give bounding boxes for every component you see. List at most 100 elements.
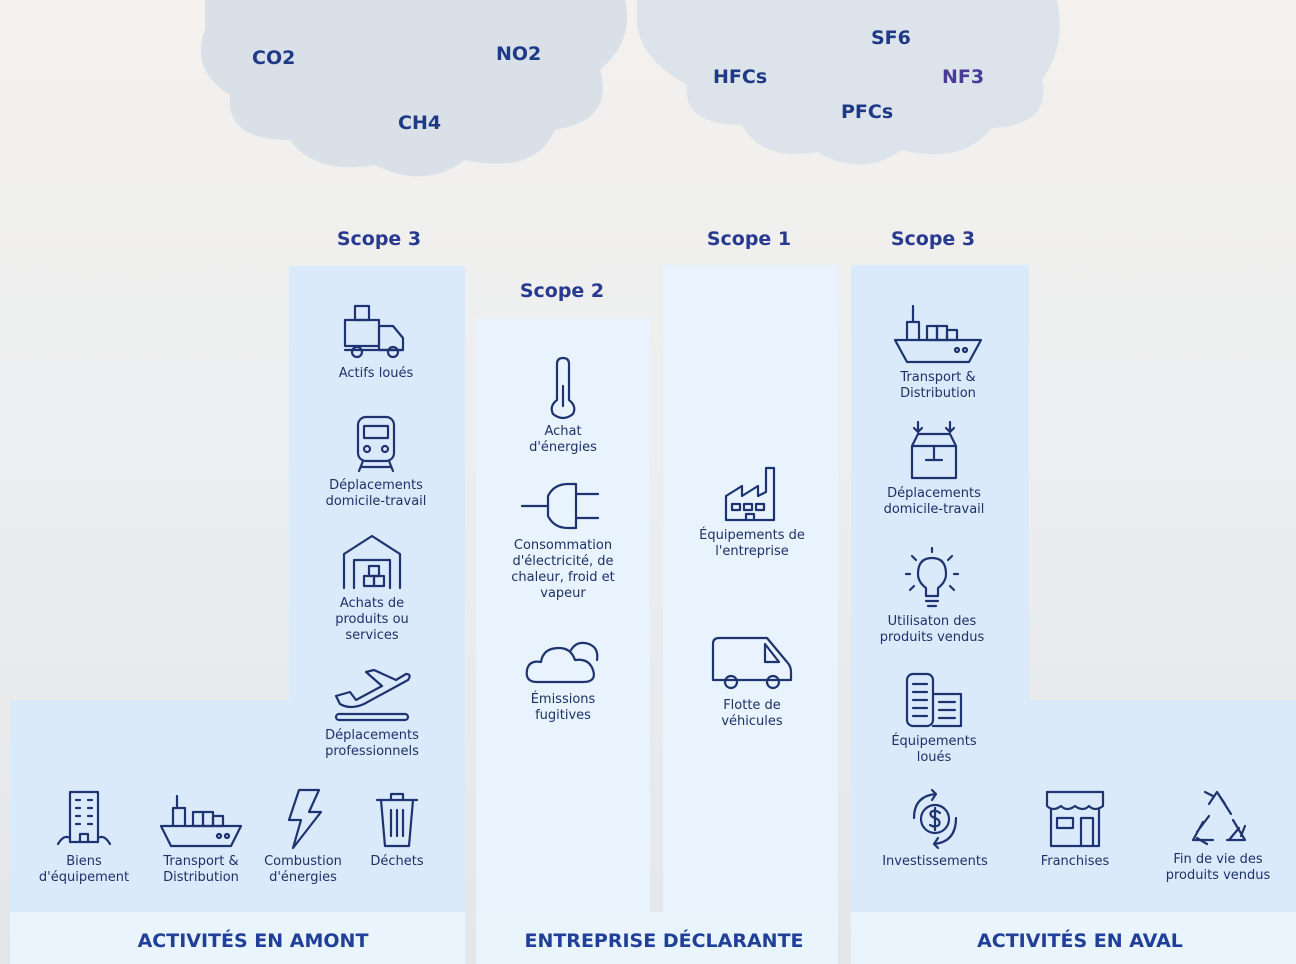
cloud-icon [525, 641, 599, 684]
office-icon [905, 672, 963, 728]
label-combustion-1: Combustion [264, 854, 342, 869]
item-deplacements-pro: Déplacements professionnels [292, 666, 452, 760]
label-achat-2: d'énergies [529, 440, 597, 455]
gas-cloud-left [200, 0, 628, 177]
gas-cloud-right [637, 0, 1060, 165]
label-achat-1: Achat [544, 424, 582, 439]
label-emissions-2: fugitives [535, 708, 591, 723]
item-consommation: Consommation d'électricité, de chaleur, … [483, 478, 643, 602]
lightbulb-icon [904, 546, 960, 608]
plug-icon [520, 482, 600, 530]
lightning-icon [287, 788, 323, 850]
label-conso-3: chaleur, froid et [511, 570, 615, 585]
label-franchises: Franchises [1040, 854, 1110, 869]
recycle-icon [1191, 790, 1247, 846]
train-icon [356, 415, 396, 473]
footer-company-label: ENTREPRISE DÉCLARANTE [524, 930, 804, 952]
thermometer-icon [550, 356, 576, 420]
item-flotte-vehicules: Flotte de véhicules [672, 634, 832, 730]
item-equipements-loues: Équipements loués [854, 668, 1014, 766]
gas-pfcs: PFCs [841, 101, 894, 123]
label-flotte-2: véhicules [721, 714, 783, 729]
downstream-tall-panel [851, 265, 1029, 705]
scope2-label: Scope 2 [519, 280, 605, 302]
building-icon [56, 790, 112, 846]
item-dechets: Déchets [357, 788, 437, 870]
label-depl-2: domicile-travail [325, 494, 427, 509]
label-combustion-2: d'énergies [269, 870, 337, 885]
item-actifs-loues: Actifs loués [296, 302, 456, 382]
label-emissions-1: Émissions [530, 692, 596, 707]
scope1-panel [663, 265, 838, 915]
item-achat-energies: Achat d'énergies [483, 356, 643, 456]
scope3-upstream-label: Scope 3 [336, 228, 422, 250]
scope1-label: Scope 1 [706, 228, 792, 250]
label-depl-1: Déplacements [329, 478, 423, 493]
label-achats-2: produits ou [335, 612, 409, 627]
label-conso-1: Consommation [513, 538, 613, 553]
item-fin-de-vie: Fin de vie des produits vendus [1150, 788, 1286, 884]
label-dechets: Déchets [370, 854, 424, 869]
ship-icon [893, 304, 983, 364]
label-pro-2: professionnels [325, 744, 419, 759]
gas-co2: CO2 [252, 47, 296, 69]
label-depl-aval-1: Déplacements [887, 486, 981, 501]
van-icon [711, 636, 793, 690]
boxes-icon [910, 420, 958, 480]
item-utilisation-produits: Utilisaton des produits vendus [852, 546, 1012, 646]
item-transport-aval: Transport & Distribution [858, 300, 1018, 402]
footer-band-downstream [851, 912, 1296, 964]
label-actifs: Actifs loués [338, 366, 414, 381]
footer-band-upstream [10, 912, 465, 964]
gas-ch4: CH4 [398, 112, 442, 134]
label-invest: Investissements [882, 854, 988, 869]
label-util-1: Utilisaton des [887, 614, 977, 629]
item-biens-equipement: Biens d'équipement [26, 788, 142, 886]
footer-band-company [476, 912, 838, 964]
trash-icon [375, 792, 419, 848]
storefront-icon [1045, 790, 1105, 848]
item-emissions-fugitives: Émissions fugitives [483, 636, 643, 724]
item-franchises: Franchises [1020, 788, 1130, 870]
gas-no2: NO2 [496, 43, 542, 65]
label-equip-ent-2: l'entreprise [715, 544, 789, 559]
warehouse-icon [342, 534, 402, 590]
label-conso-2: d'électricité, de [512, 554, 614, 569]
upstream-tall-panel [289, 266, 465, 706]
label-transport-aval-1: Transport & [900, 370, 976, 385]
ship-icon [159, 794, 243, 848]
label-achats-3: services [345, 628, 399, 643]
label-fin-2: produits vendus [1165, 868, 1271, 883]
label-pro-1: Déplacements [325, 728, 419, 743]
item-transport-amont: Transport & Distribution [150, 788, 252, 886]
label-transport-aval-2: Distribution [900, 386, 976, 401]
gas-nf3: NF3 [942, 66, 985, 88]
item-investissements: Investissements [870, 788, 1000, 870]
gas-hfcs: HFCs [713, 66, 768, 88]
label-equip-loues-1: Équipements [891, 734, 977, 749]
footer-upstream-label: ACTIVITÉS EN AMONT [137, 930, 369, 952]
money-cycle-icon [912, 788, 958, 850]
item-achats-produits: Achats de produits ou services [292, 532, 452, 644]
label-equip-ent-1: Équipements de [699, 528, 805, 543]
item-equipements-entreprise: Équipements de l'entreprise [672, 462, 832, 560]
airplane-icon [334, 668, 411, 722]
label-achats-1: Achats de [339, 596, 405, 611]
truck-icon [343, 304, 405, 359]
item-deplacements-domicile-amont: Déplacements domicile-travail [296, 414, 456, 510]
label-transport-amont-2: Distribution [163, 870, 239, 885]
label-util-2: produits vendus [879, 630, 985, 645]
label-biens-2: d'équipement [38, 870, 130, 885]
label-equip-loues-2: loués [916, 750, 952, 765]
gas-sf6: SF6 [871, 27, 911, 49]
scope3-downstream-label: Scope 3 [890, 228, 976, 250]
factory-icon [724, 466, 776, 522]
upstream-base-panel [10, 700, 465, 915]
label-conso-4: vapeur [540, 586, 586, 601]
footer-downstream-label: ACTIVITÉS EN AVAL [977, 930, 1183, 952]
label-flotte-1: Flotte de [723, 698, 781, 713]
item-deplacements-domicile-aval: Déplacements domicile-travail [854, 420, 1014, 518]
label-depl-aval-2: domicile-travail [883, 502, 985, 517]
label-fin-1: Fin de vie des [1173, 852, 1263, 867]
label-transport-amont-1: Transport & [163, 854, 239, 869]
